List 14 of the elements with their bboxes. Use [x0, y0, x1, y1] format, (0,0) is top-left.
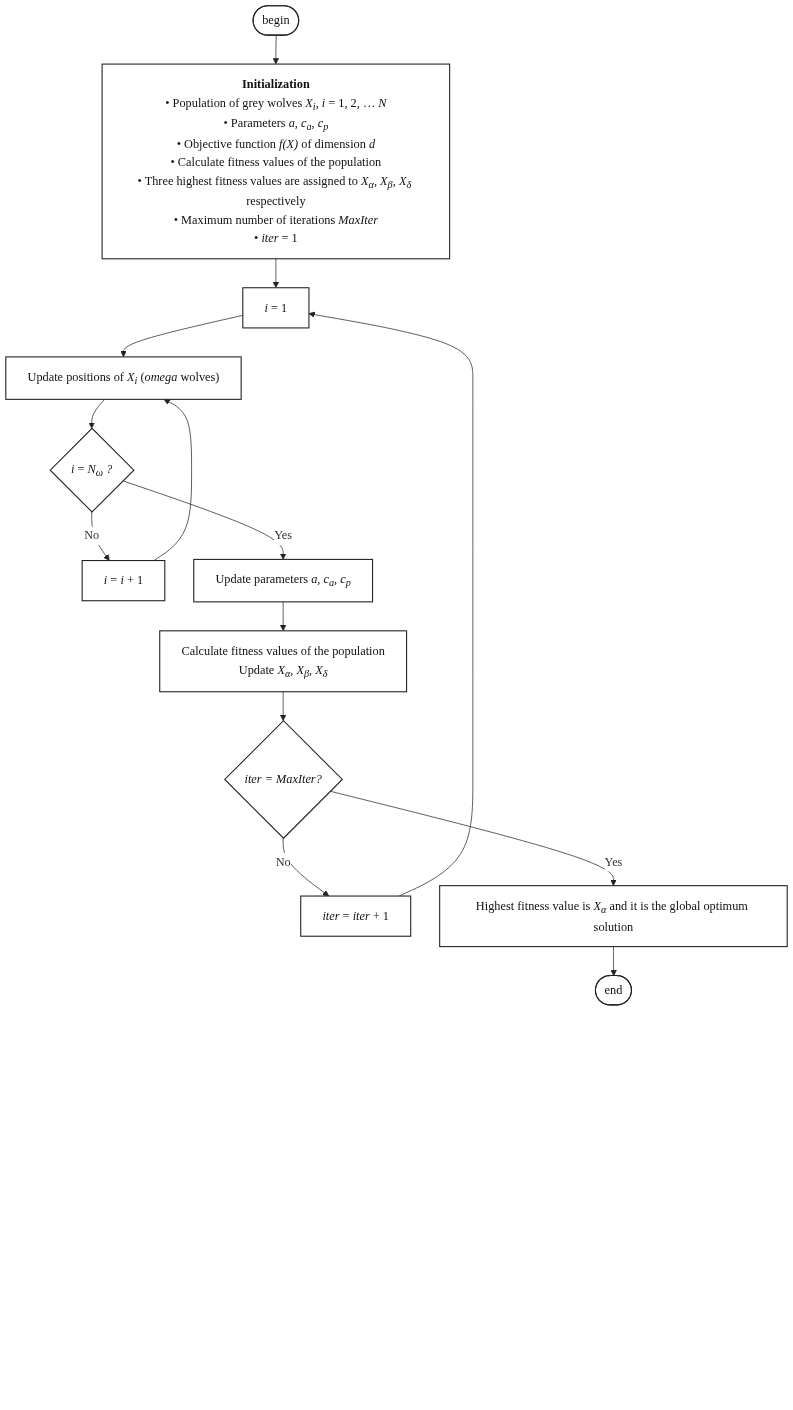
edge-label: No — [275, 854, 291, 869]
node-box: i = 1 — [242, 287, 310, 329]
node-box: Initialization • Population of grey wolves X$_{i}$, i = 1, 2, … N • Parameters a, c$_{a}$, c$_{p}$ • Objective function f(X) of dimension d • Calculate fitness values of the population • Three highest fitness values are assigned to X$_{α}$, X$_{β}$, X$_{δ}$ respectively • Maximum number of iterations MaxIter • iter = 1 — [101, 63, 451, 260]
node-diamond: iter = MaxIter? — [223, 719, 344, 840]
node-diamond: i = N$_{ω}$ ? — [49, 427, 135, 513]
edge-label: No — [84, 528, 100, 543]
node-box: Update parameters a, c$_{a}$, c$_{p}$ — [193, 558, 374, 603]
edge-label: Yes — [604, 854, 623, 869]
node-box: Update positions of X$_{i}$ (omega wolves) — [5, 356, 242, 400]
node-box: i = i + 1 — [81, 560, 166, 602]
node-box: Highest fitness value is X$_{α}$ and it is the global optimum solution — [439, 885, 788, 948]
node-box: iter = iter + 1 — [300, 895, 412, 937]
edge-label: Yes — [274, 528, 293, 543]
node-box: Calculate fitness values of the population Update X$_{α}$, X$_{β}$, X$_{δ}$ — [159, 630, 408, 693]
